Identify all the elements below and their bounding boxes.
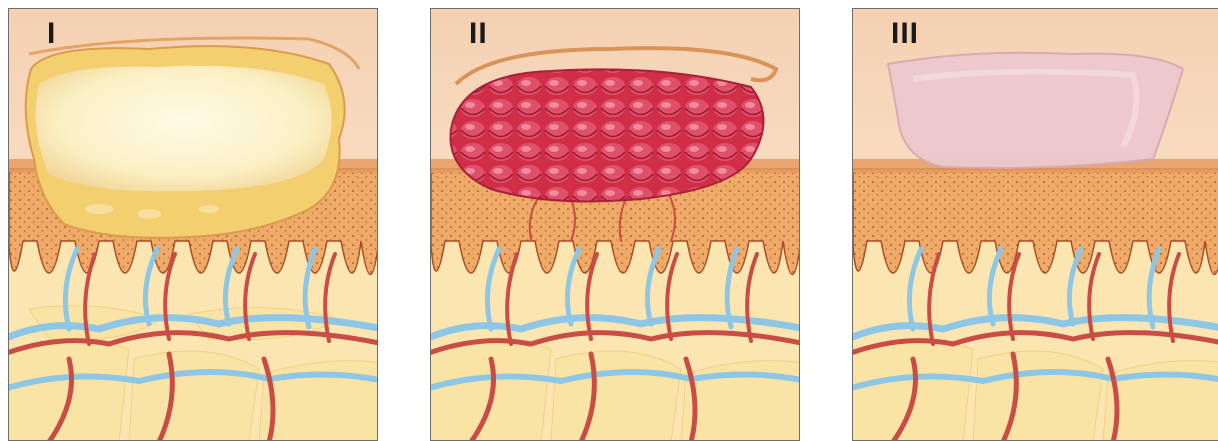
stage-label: II xyxy=(469,19,488,49)
stage-2-illustration xyxy=(431,9,800,441)
stage-3-illustration xyxy=(853,9,1218,441)
stage-label: I xyxy=(47,19,56,49)
stage-3-panel: III xyxy=(852,8,1218,441)
stage-2-panel: II xyxy=(430,8,800,441)
stage-1-illustration xyxy=(9,9,378,441)
stage-label: III xyxy=(891,19,919,49)
stage-1-panel: I xyxy=(8,8,378,441)
